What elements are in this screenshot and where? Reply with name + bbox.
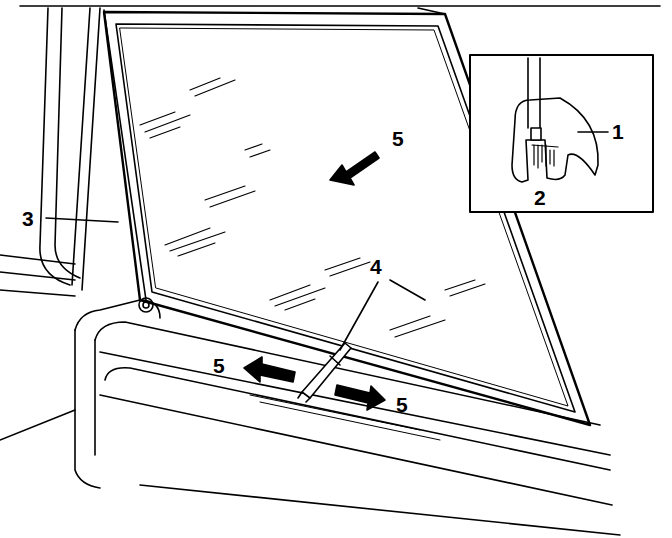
callout-number: 5 [392,128,404,149]
callout-number: 4 [370,256,382,277]
callout-number: 5 [213,355,225,376]
callout-number: 5 [396,394,408,415]
callout-number: 3 [22,208,34,229]
callout-number: 1 [612,121,624,142]
callout-number: 2 [534,187,546,208]
